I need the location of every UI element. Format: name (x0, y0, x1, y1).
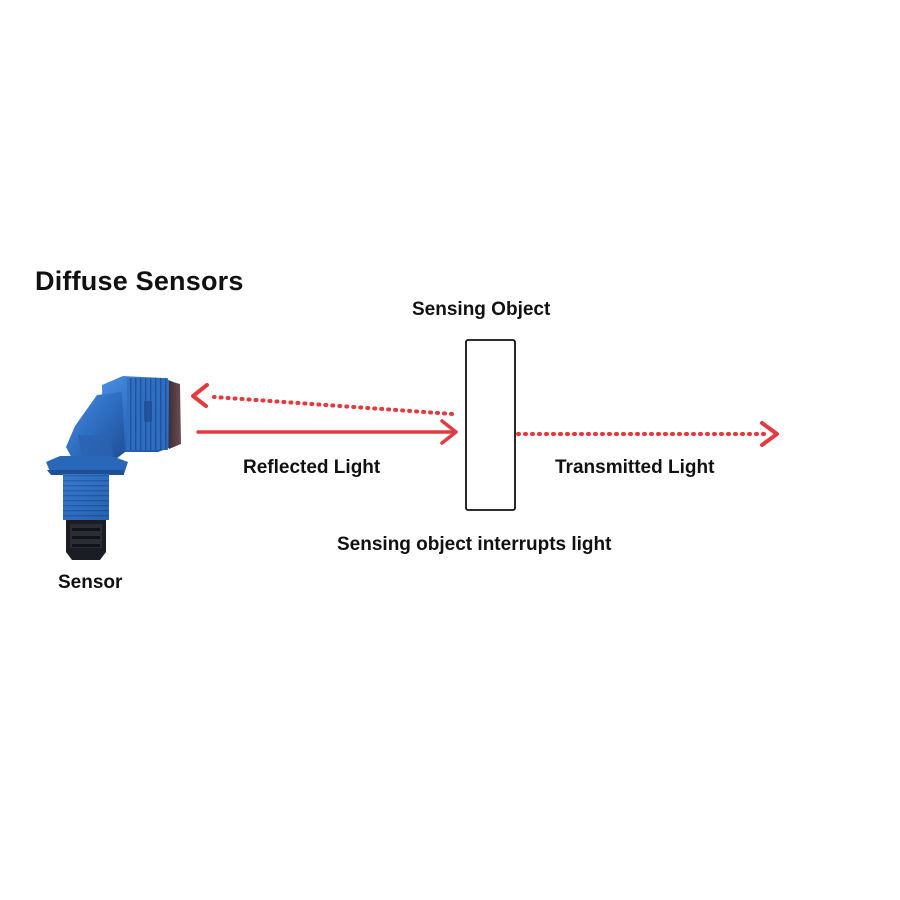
reflected-light-label: Reflected Light (243, 457, 381, 478)
emitted-light-arrow (196, 419, 458, 445)
interrupt-caption: Sensing object interrupts light (337, 534, 612, 555)
sensing-object-rectangle (465, 339, 516, 511)
sensing-object-label: Sensing Object (412, 299, 551, 320)
reflected-light-arrow (191, 383, 454, 416)
transmitted-light-arrow (516, 421, 779, 447)
page-title: Diffuse Sensors (35, 266, 244, 296)
sensor-icon (46, 376, 181, 560)
sensor-label: Sensor (58, 572, 123, 593)
transmitted-light-label: Transmitted Light (555, 457, 715, 478)
